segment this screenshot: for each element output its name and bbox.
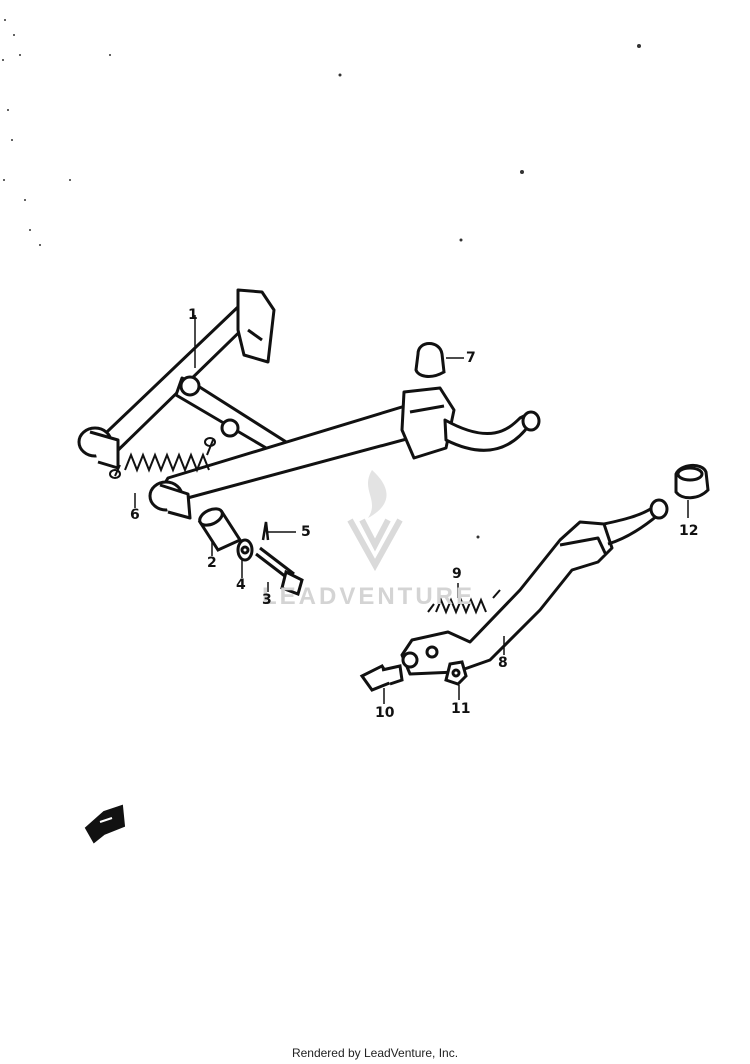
part-label-3: 3 [262, 592, 272, 608]
main-stand [77, 288, 541, 520]
watermark-text: LEADVENTURE [262, 583, 476, 610]
part-label-12: 12 [679, 523, 699, 539]
part-label-10: 10 [375, 705, 395, 721]
side-stand-spring [427, 589, 501, 615]
side-stand-bolt [359, 664, 404, 692]
part-label-8: 8 [498, 655, 508, 671]
part-label-6: 6 [130, 507, 140, 523]
part-label-1: 1 [188, 307, 198, 323]
part-label-4: 4 [236, 577, 246, 593]
side-stand-nut [444, 660, 468, 686]
stopper-rubber [414, 342, 446, 378]
cotter-pin [261, 521, 270, 541]
watermark-logo [347, 470, 403, 572]
footer-credit: Rendered by LeadVenture, Inc. [291, 1046, 459, 1060]
scan-speckles [2, 19, 641, 539]
part-label-2: 2 [207, 555, 217, 571]
part-label-9: 9 [452, 566, 462, 582]
pivot-bolt [255, 546, 304, 596]
side-stand [400, 498, 669, 676]
part-label-7: 7 [466, 350, 476, 366]
part-label-5: 5 [301, 524, 311, 540]
leader-lines [134, 315, 689, 704]
front-direction-arrow-icon [84, 804, 126, 844]
stand-spring [109, 437, 216, 479]
rubber-cap [674, 464, 710, 500]
pivot-collar [197, 507, 243, 552]
part-label-11: 11 [451, 701, 471, 717]
washer [236, 538, 254, 562]
